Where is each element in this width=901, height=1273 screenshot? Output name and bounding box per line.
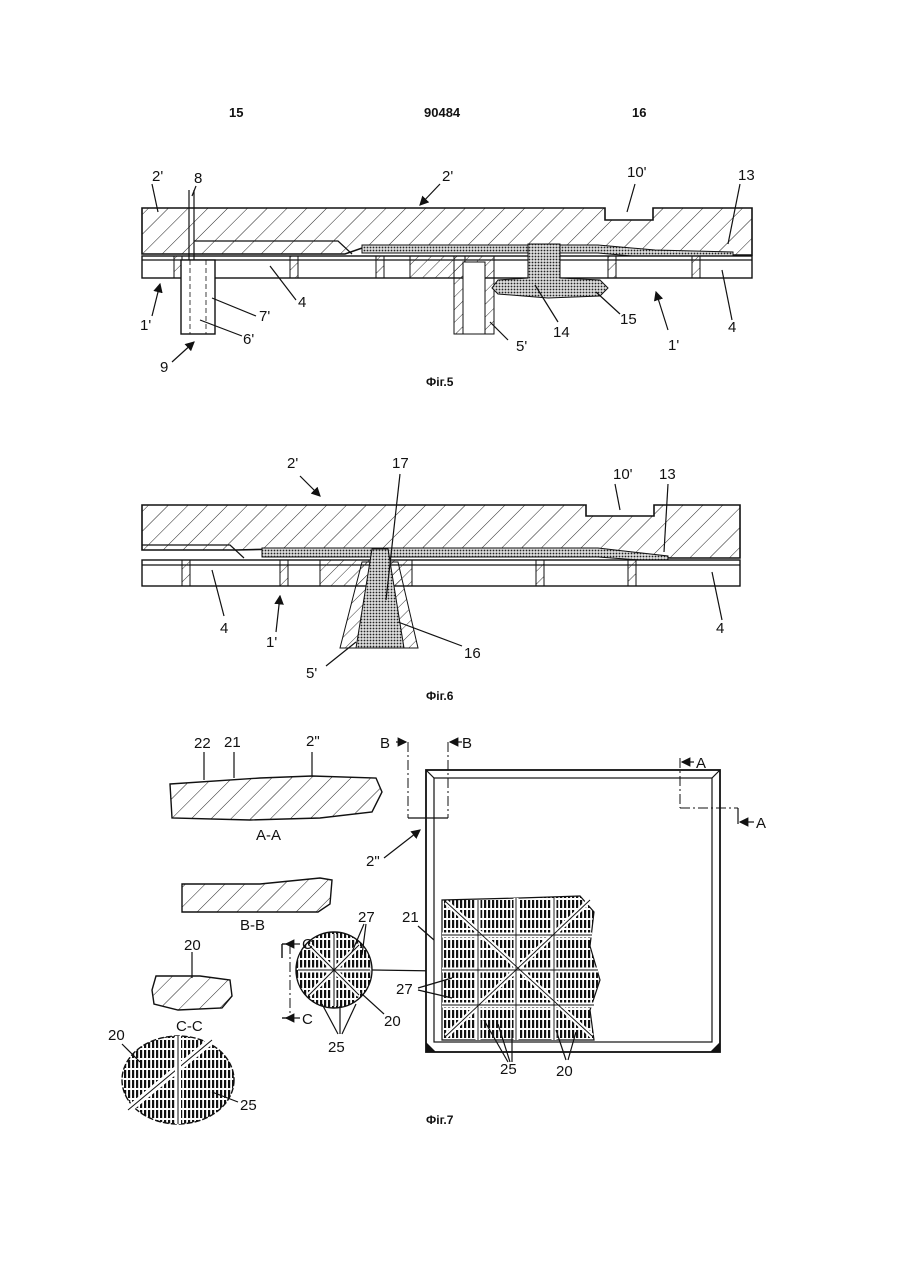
c-marker-bottom: C	[302, 1011, 313, 1028]
fig5-label-5p: 5'	[516, 338, 527, 355]
fig7-label-25-detail: 25	[328, 1039, 345, 1056]
fig7-label-21-plate: 21	[402, 909, 419, 926]
fig5-label-4-left: 4	[298, 294, 306, 311]
fig5-label-8: 8	[194, 170, 202, 187]
figure-5: 2' 8 2' 10' 13 4 7' 6' 1' 9 14 15 5' 1' …	[140, 164, 755, 389]
fig6-label-10p: 10'	[613, 466, 633, 483]
fig7-label-20-cc: 20	[184, 937, 201, 954]
fig5-label-9: 9	[160, 359, 168, 376]
fig5-label-14: 14	[553, 324, 570, 341]
fig7-label-2pp-top: 2"	[306, 733, 320, 750]
fig6-label-17: 17	[392, 455, 409, 472]
b-marker-left: B	[380, 735, 390, 752]
fig6-caption: Фіг.6	[426, 689, 454, 703]
fig6-label-4-right: 4	[716, 620, 724, 637]
figure-6: 2' 17 10' 13 4 1' 4 16 5' Фіг.6	[142, 455, 740, 703]
section-cc-title: C-C	[176, 1018, 203, 1035]
fig6-label-4-left: 4	[220, 620, 228, 637]
fig6-label-13: 13	[659, 466, 676, 483]
fig5-label-13: 13	[738, 167, 755, 184]
fig7-label-2pp-plate: 2"	[366, 853, 380, 870]
c-marker-top: C	[302, 936, 313, 953]
fig5-label-2p-left: 2'	[152, 168, 163, 185]
a-marker-top: A	[696, 755, 706, 772]
fig5-caption: Фіг.5	[426, 375, 454, 389]
fig5-label-1p-left: 1'	[140, 317, 151, 334]
fig7-label-20-plate: 20	[556, 1063, 573, 1080]
fig7-label-27-plate: 27	[396, 981, 413, 998]
fig5-label-10p: 10'	[627, 164, 647, 181]
fig6-label-16: 16	[464, 645, 481, 662]
fig6-label-1p: 1'	[266, 634, 277, 651]
fig7-label-20-ellipse: 20	[108, 1027, 125, 1044]
section-aa-title: A-A	[256, 827, 281, 844]
fig7-label-22: 22	[194, 735, 211, 752]
fig5-label-7p: 7'	[259, 308, 270, 325]
fig7-label-27-detail: 27	[358, 909, 375, 926]
fig7-label-21-top: 21	[224, 734, 241, 751]
section-bb-title: B-B	[240, 917, 265, 934]
fig5-label-2p-top: 2'	[442, 168, 453, 185]
fig7-label-20-detail: 20	[384, 1013, 401, 1030]
fig7-caption: Фіг.7	[426, 1113, 454, 1127]
a-marker-right: A	[756, 815, 766, 832]
fig6-label-2p: 2'	[287, 455, 298, 472]
fig5-label-6p: 6'	[243, 331, 254, 348]
figure-7: 22 21 2" A-A B-B 20 C-C	[108, 733, 766, 1127]
fig5-label-1p-right: 1'	[668, 337, 679, 354]
fig7-label-25-ellipse: 25	[240, 1097, 257, 1114]
b-marker-right: B	[462, 735, 472, 752]
fig5-label-4-right: 4	[728, 319, 736, 336]
fig5-label-15: 15	[620, 311, 637, 328]
fig7-label-25-plate: 25	[500, 1061, 517, 1078]
fig6-label-5p: 5'	[306, 665, 317, 682]
